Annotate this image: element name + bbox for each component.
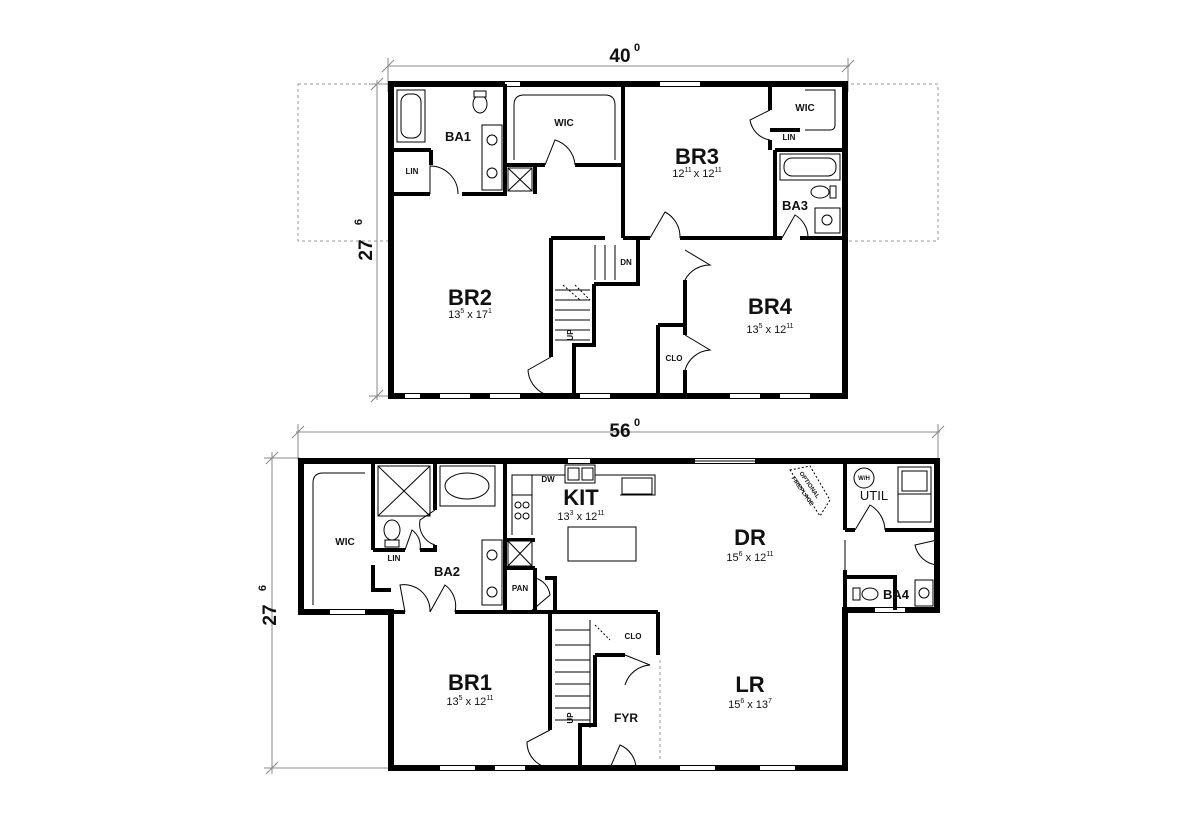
upper-right-roof-outline — [844, 83, 939, 242]
upper-depth-value: 27 — [356, 239, 377, 260]
wic-shelf — [312, 472, 365, 605]
optional-fireplace: OPTIONAL FIREPLACE — [789, 465, 831, 517]
wh-label: W/H — [858, 476, 870, 482]
upper-doors — [429, 109, 809, 397]
lr-label: LR — [735, 672, 764, 697]
lower-depth-value: 27 — [260, 604, 281, 625]
upper-width-sup: 0 — [634, 42, 640, 54]
lower-interior-walls — [371, 461, 939, 768]
lower-width-value: 56 — [609, 421, 630, 442]
lower-depth-dimension: 27 6 — [257, 451, 390, 775]
upper-stairs — [555, 245, 616, 341]
wic-label: WIC — [335, 537, 354, 548]
ba3-label: BA3 — [782, 198, 808, 213]
water-heater — [853, 467, 875, 489]
pan-label: PAN — [512, 584, 529, 593]
upper-fixtures — [396, 89, 841, 341]
lower-doors — [399, 504, 938, 769]
lin-label: LIN — [388, 554, 401, 563]
wic2-shelf — [805, 89, 836, 131]
fyr-label: FYR — [614, 711, 638, 725]
upper-left-roof-outline — [297, 83, 392, 242]
upper-interior-walls — [391, 84, 845, 396]
lower-width-sup: 0 — [634, 417, 640, 429]
dn-label: DN — [620, 258, 632, 267]
upper-depth-dimension: 27 6 — [353, 77, 392, 403]
lower-floor: 56 0 27 6 — [257, 417, 945, 775]
kitchen-island — [567, 526, 637, 562]
lower-stairs — [555, 620, 611, 728]
ba1-label: BA1 — [445, 129, 471, 144]
dr-label: DR — [734, 525, 766, 550]
ba3-toilet — [810, 185, 830, 199]
lower-clo-label: CLO — [625, 632, 642, 641]
upper-depth-sup: 6 — [353, 219, 365, 225]
ba4-toilet — [861, 587, 879, 601]
lower-fixtures: OPTIONAL FIREPLACE — [312, 464, 934, 760]
wic2-label: WIC — [795, 103, 814, 114]
upper-clo-label: CLO — [666, 354, 683, 363]
br4-label: BR4 — [748, 294, 793, 319]
lower-up-label: UP — [566, 712, 575, 724]
lower-depth-sup: 6 — [257, 585, 269, 591]
br1-label: BR1 — [448, 670, 492, 695]
dw-label: DW — [541, 475, 555, 484]
kit-label: KIT — [563, 485, 599, 510]
ba2-label: BA2 — [434, 564, 460, 579]
ba4-label: BA4 — [883, 587, 910, 602]
ba2-toilet — [383, 519, 401, 541]
br2-label: BR2 — [448, 285, 492, 310]
lin1-label: LIN — [406, 167, 419, 176]
util-label: UTIL — [860, 488, 888, 503]
upper-floor: 40 0 27 6 — [297, 42, 939, 403]
lin2-label: LIN — [783, 133, 796, 142]
upper-up-label: UP — [566, 329, 575, 341]
br3-label: BR3 — [675, 144, 719, 169]
wic1-label: WIC — [554, 118, 573, 129]
upper-width-value: 40 — [609, 46, 630, 67]
wic1-shelf — [513, 94, 616, 160]
upper-width-dimension: 40 0 — [381, 42, 855, 92]
ba1-toilet — [472, 94, 488, 114]
kitchen-range — [621, 477, 653, 495]
upper-windows — [405, 82, 810, 398]
lower-width-dimension: 56 0 — [291, 417, 945, 460]
